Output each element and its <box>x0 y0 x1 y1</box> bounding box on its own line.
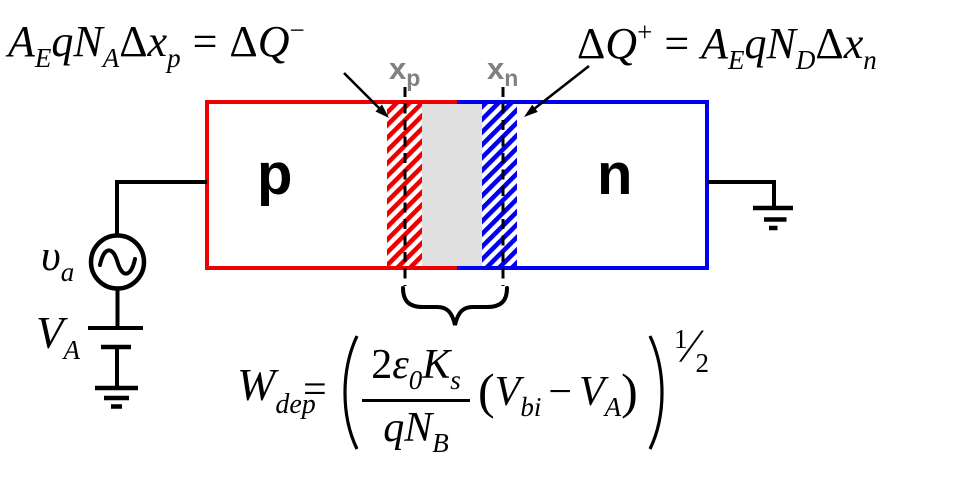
v-bi: V <box>494 369 521 415</box>
arrow-to-xn-icon <box>524 64 590 117</box>
p-region-label: p <box>257 142 293 207</box>
exp-slash: ⁄ <box>687 320 696 373</box>
xp-sub: p <box>406 65 421 91</box>
eq-neg-Q: Q <box>257 17 290 66</box>
eq-pos-x: x <box>843 19 864 68</box>
eq-neg-A-sub: E <box>34 43 52 73</box>
dc-base: V <box>36 308 64 358</box>
battery-icon <box>88 326 143 350</box>
eq-neg-delta2: Δ <box>229 17 258 66</box>
eq-pos-x-sub: n <box>863 45 877 75</box>
eq-neg-delta: Δ <box>119 17 148 66</box>
eq-pos-A: A <box>701 19 729 68</box>
v-rparen: ) <box>621 363 638 419</box>
ac-source-icon <box>88 233 147 291</box>
exp-den: 2 <box>695 348 710 378</box>
ac-sub: a <box>60 257 75 287</box>
n-region-label: n <box>597 142 633 207</box>
xn-base: x <box>487 51 505 86</box>
eq-pos-qN-sub: D <box>795 45 816 75</box>
eq-pos-equals: = <box>664 19 690 68</box>
eq-pos-Q-sup: + <box>637 17 653 47</box>
dc-source-label: VA <box>36 311 80 364</box>
xn-marker-label: xn <box>487 53 518 90</box>
wire-right <box>707 180 776 206</box>
exp-num: 1 <box>674 324 688 354</box>
wdep-equals: = <box>303 367 327 413</box>
ac-base: υ <box>41 233 61 280</box>
v-minus: − <box>548 369 573 415</box>
wdep-fraction: 2ε0Ks qNB <box>362 341 470 459</box>
ground-icon-right <box>753 205 793 231</box>
n-depletion-hatch <box>482 104 517 266</box>
v-bi-sub: bi <box>520 392 542 422</box>
den-qN-sub: B <box>432 428 449 459</box>
xn-sub: n <box>504 65 519 91</box>
p-region-border <box>205 100 457 270</box>
eq-neg-equals: = <box>192 17 218 66</box>
wdep-big-lparen <box>343 335 359 450</box>
xp-base: x <box>389 51 407 86</box>
num-2: 2 <box>371 342 393 388</box>
eq-pos-A-sub: E <box>728 45 745 75</box>
eq-pos-Q: Q <box>605 19 638 68</box>
ground-icon-left <box>95 385 138 409</box>
arrow-to-xp-icon <box>343 72 389 118</box>
eq-neg-x-sub: p <box>167 43 181 73</box>
eq-neg-qN: qN <box>51 17 103 66</box>
eq-neg-qN-sub: A <box>102 43 120 73</box>
equation-positive-charge: ΔQ+=AEqNDΔxn <box>577 17 877 76</box>
num-eps: ε <box>392 342 409 388</box>
n-region-border <box>457 100 709 270</box>
wdep-lhs: Wdep <box>237 362 316 419</box>
v-lparen: ( <box>478 363 495 419</box>
dc-sub: A <box>63 335 81 365</box>
depletion-region-fill <box>422 104 482 266</box>
eq-pos-delta2: Δ <box>815 19 844 68</box>
wdep-W: W <box>237 359 276 410</box>
v-a-sub: A <box>604 392 622 422</box>
xp-marker-label: xp <box>389 53 420 90</box>
eq-pos-delta: Δ <box>577 19 606 68</box>
num-K-sub: s <box>450 365 461 395</box>
eq-pos-qN: qN <box>744 19 796 68</box>
num-K: K <box>422 342 451 388</box>
fraction-bar <box>362 399 470 403</box>
wdep-voltage-term: (Vbi−VA) <box>478 366 638 421</box>
wdep-big-rparen <box>648 335 664 450</box>
eq-neg-A: A <box>8 17 35 66</box>
wire-left <box>115 180 207 234</box>
ac-source-label: υa <box>41 235 74 286</box>
wdep-W-sub: dep <box>275 389 316 420</box>
wdep-denominator: qNB <box>362 404 470 459</box>
eq-neg-x: x <box>147 17 168 66</box>
num-eps-sub: 0 <box>408 365 423 395</box>
equation-negative-charge: AEqNAΔxp=ΔQ− <box>8 15 305 74</box>
underbrace <box>401 286 509 326</box>
wdep-exponent: 1⁄2 <box>674 323 709 377</box>
eq-neg-Q-sup: − <box>289 15 305 45</box>
den-qN: qN <box>383 405 433 452</box>
wdep-numerator: 2ε0Ks <box>362 341 470 396</box>
v-a: V <box>579 369 605 415</box>
